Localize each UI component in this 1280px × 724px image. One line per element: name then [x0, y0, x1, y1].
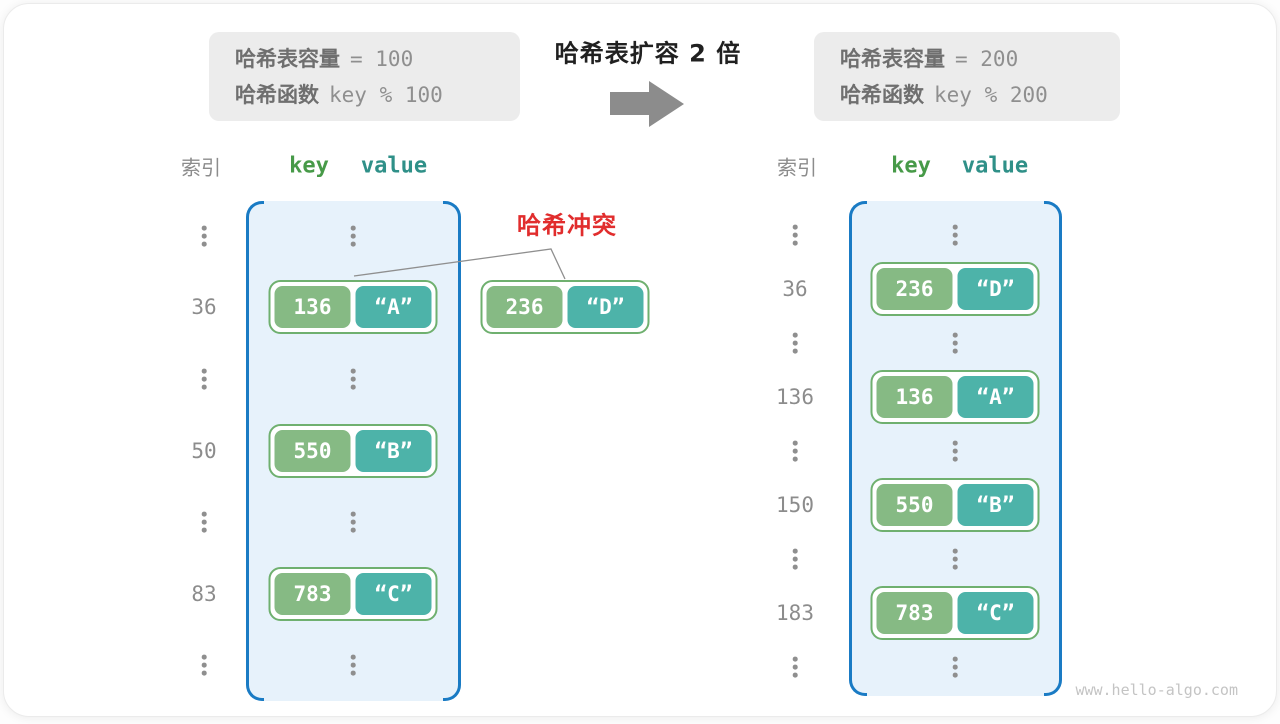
index-label: 136 — [776, 385, 814, 409]
left-bracket-icon — [246, 201, 264, 701]
ellipsis-vertical-icon — [952, 332, 958, 354]
value-cell: “B” — [957, 484, 1034, 526]
key-cell: 136 — [274, 286, 351, 328]
pair-236-D: 236 “D” — [870, 262, 1040, 316]
ellipsis-vertical-icon — [792, 440, 798, 462]
right-index-header: 索引 — [777, 155, 817, 180]
index-label: 83 — [191, 582, 217, 606]
ellipsis-vertical-icon — [952, 224, 958, 246]
value-cell: “D” — [567, 286, 644, 328]
ellipsis-vertical-icon — [792, 332, 798, 354]
hash-function-line: 哈希函数 key % 200 — [840, 80, 1120, 110]
index-label: 183 — [776, 601, 814, 625]
capacity-line: 哈希表容量 = 100 — [235, 44, 520, 74]
ellipsis-vertical-icon — [952, 548, 958, 570]
key-cell: 783 — [876, 592, 953, 634]
value-cell: “B” — [355, 430, 432, 472]
ellipsis-vertical-icon — [792, 548, 798, 570]
ellipsis-vertical-icon — [792, 656, 798, 678]
index-label: 36 — [782, 277, 808, 301]
key-cell: 236 — [486, 286, 563, 328]
ellipsis-vertical-icon — [952, 656, 958, 678]
ellipsis-vertical-icon — [792, 224, 798, 246]
ellipsis-vertical-icon — [201, 225, 207, 247]
right-value-header: value — [961, 153, 1029, 179]
left-bracket-icon — [849, 201, 867, 696]
pair-136-A: 136 “A” — [268, 280, 438, 334]
hash-collision-label: 哈希冲突 — [517, 211, 617, 240]
index-label: 36 — [191, 295, 217, 319]
key-cell: 783 — [274, 573, 351, 615]
ellipsis-vertical-icon — [350, 654, 356, 676]
value-cell: “C” — [355, 573, 432, 615]
ellipsis-vertical-icon — [952, 440, 958, 462]
capacity-label: 哈希表容量 — [840, 46, 945, 71]
value-cell: “C” — [957, 592, 1034, 634]
ellipsis-vertical-icon — [201, 654, 207, 676]
hash-function-label: 哈希函数 — [840, 82, 924, 107]
expand-arrow-icon — [610, 81, 684, 127]
left-value-header: value — [360, 153, 428, 179]
hash-function-label: 哈希函数 — [235, 82, 319, 107]
ellipsis-vertical-icon — [350, 368, 356, 390]
pair-236-D-colliding: 236 “D” — [480, 280, 650, 334]
watermark: www.hello-algo.com — [1075, 681, 1238, 699]
capacity-value: = 100 — [350, 46, 414, 71]
ellipsis-vertical-icon — [201, 511, 207, 533]
key-cell: 236 — [876, 268, 953, 310]
capacity-line: 哈希表容量 = 200 — [840, 44, 1120, 74]
pair-136-A: 136 “A” — [870, 370, 1040, 424]
hash-function-value: key % 200 — [934, 82, 1048, 107]
ellipsis-vertical-icon — [350, 511, 356, 533]
value-cell: “D” — [957, 268, 1034, 310]
diagram-card: 哈希表容量 = 100 哈希函数 key % 100 哈希表容量 = 200 哈… — [3, 3, 1277, 717]
key-cell: 550 — [876, 484, 953, 526]
value-cell: “A” — [355, 286, 432, 328]
left-key-header: key — [289, 153, 329, 179]
index-label: 150 — [776, 493, 814, 517]
pair-783-C: 783 “C” — [268, 567, 438, 621]
capacity-after-box: 哈希表容量 = 200 哈希函数 key % 200 — [814, 32, 1120, 121]
key-cell: 136 — [876, 376, 953, 418]
capacity-label: 哈希表容量 — [235, 46, 340, 71]
right-bracket-icon — [1044, 201, 1062, 696]
value-cell: “A” — [957, 376, 1034, 418]
ellipsis-vertical-icon — [201, 368, 207, 390]
capacity-before-box: 哈希表容量 = 100 哈希函数 key % 100 — [209, 32, 520, 121]
key-cell: 550 — [274, 430, 351, 472]
left-index-header: 索引 — [181, 155, 221, 180]
right-key-header: key — [891, 153, 931, 179]
pair-550-B: 550 “B” — [870, 478, 1040, 532]
pair-783-C: 783 “C” — [870, 586, 1040, 640]
capacity-value: = 200 — [955, 46, 1019, 71]
index-label: 50 — [191, 439, 217, 463]
right-bracket-icon — [443, 201, 461, 701]
expand-title: 哈希表扩容 2 倍 — [554, 39, 742, 68]
hash-function-line: 哈希函数 key % 100 — [235, 80, 520, 110]
ellipsis-vertical-icon — [350, 225, 356, 247]
hash-function-value: key % 100 — [329, 82, 443, 107]
pair-550-B: 550 “B” — [268, 424, 438, 478]
